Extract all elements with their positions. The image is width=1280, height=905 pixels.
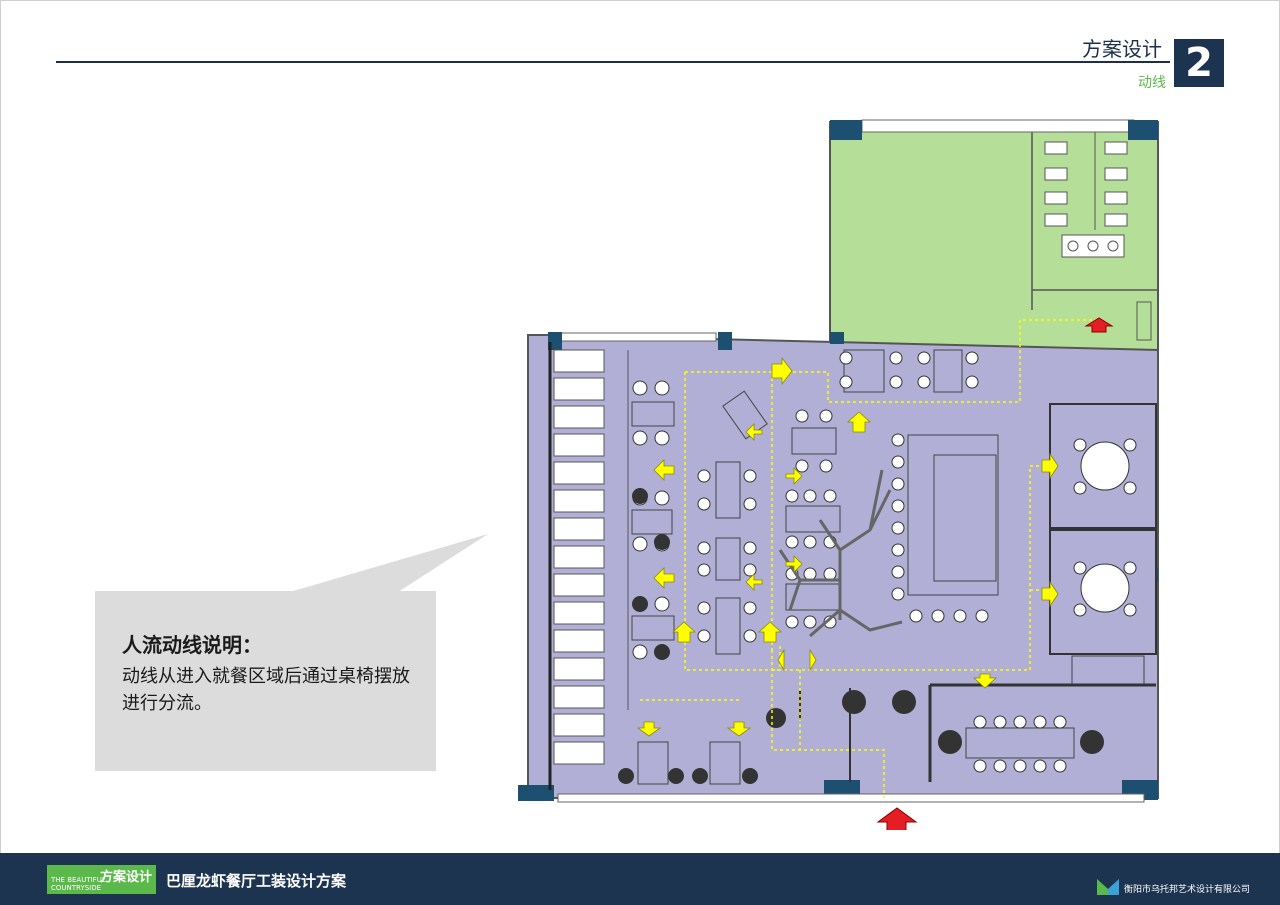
note-heading: 人流动线说明： (122, 633, 262, 657)
note-body: 动线从进入就餐区域后通过桌椅摆放进行分流。 (122, 666, 410, 714)
floor-plan (518, 119, 1159, 830)
section-title: 方案设计 (1082, 37, 1162, 61)
toilet-fixtures (1044, 141, 1128, 258)
flow-arrow-icon (636, 356, 1059, 737)
entrance-arrow-icon (876, 807, 918, 830)
dining-tables (631, 349, 1145, 785)
header-rule (56, 61, 1170, 63)
brand-logo-main: 方案设计 (99, 870, 152, 885)
booth-seats (553, 349, 605, 765)
page-number-badge: 2 (1174, 39, 1224, 87)
brand-logo: 方案设计 THE BEAUTIFUL COUNTRYSIDE (47, 865, 156, 894)
tree-decoration-icon (778, 469, 903, 638)
flow-note-box: 人流动线说明： 动线从进入就餐区域后通过桌椅摆放进行分流。 (95, 591, 436, 771)
dark-chairs (618, 488, 1104, 784)
project-title: 巴厘龙虾餐厅工装设计方案 (166, 872, 347, 890)
company-logo-icon (1097, 879, 1119, 895)
company-name: 衡阳市乌托邦艺术设计有限公司 (1124, 885, 1251, 895)
section-subtitle: 动线 (1138, 75, 1166, 91)
restroom-arrow-icon (1084, 317, 1114, 333)
brand-logo-sub: THE BEAUTIFUL COUNTRYSIDE (51, 876, 106, 892)
footer-bar: 方案设计 THE BEAUTIFUL COUNTRYSIDE 巴厘龙虾餐厅工装设… (0, 853, 1280, 905)
